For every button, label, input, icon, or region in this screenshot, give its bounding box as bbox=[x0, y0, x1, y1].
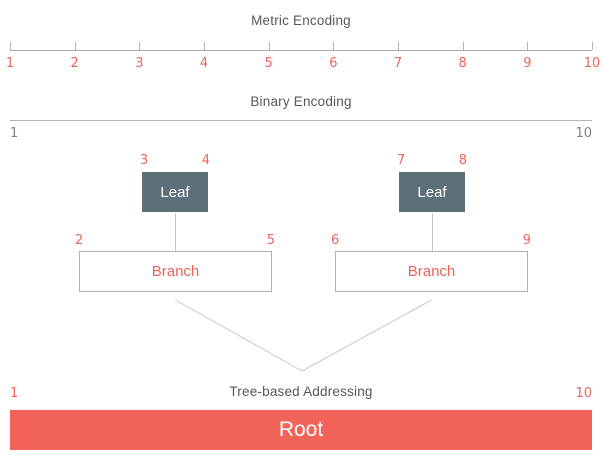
leaf2-label: Leaf bbox=[417, 183, 447, 201]
branch2-root-line bbox=[301, 299, 432, 372]
metric-ticks bbox=[10, 42, 593, 50]
ruler-tick bbox=[527, 42, 529, 50]
ruler-tick-label: 2 bbox=[70, 56, 79, 71]
leaf-node-1: Leaf bbox=[142, 172, 208, 212]
root-label: Root bbox=[278, 418, 324, 441]
root-node: Root bbox=[10, 410, 592, 450]
leaf2-right-num: 8 bbox=[458, 153, 467, 168]
root-right-label: 10 bbox=[575, 386, 592, 401]
root-left-label: 1 bbox=[10, 386, 19, 401]
branch-node-2: Branch bbox=[335, 251, 528, 292]
tree-addressing-title: Tree-based Addressing bbox=[229, 384, 373, 399]
binary-encoding-title: Binary Encoding bbox=[250, 94, 352, 109]
leaf1-label: Leaf bbox=[160, 183, 190, 201]
leaf1-right-num: 4 bbox=[201, 153, 210, 168]
branch-node-1: Branch bbox=[79, 251, 272, 292]
branch2-left-num: 6 bbox=[331, 233, 340, 248]
binary-encoding-line bbox=[10, 120, 592, 121]
ruler-tick bbox=[268, 42, 270, 50]
branch1-right-num: 5 bbox=[266, 233, 275, 248]
ruler-tick-label: 6 bbox=[329, 56, 338, 71]
binary-right-label: 10 bbox=[575, 126, 592, 141]
ruler-tick bbox=[592, 42, 593, 50]
ruler-tick-label: 9 bbox=[523, 56, 532, 71]
metric-ruler-line bbox=[10, 50, 592, 51]
binary-left-label: 1 bbox=[10, 126, 19, 141]
branch1-root-line bbox=[175, 299, 303, 372]
branch2-range-labels: 6 9 bbox=[331, 234, 531, 250]
leaf1-branch1-connector bbox=[175, 213, 176, 251]
ruler-tick-label: 4 bbox=[199, 56, 209, 71]
ruler-tick-label: 8 bbox=[458, 56, 467, 71]
ruler-tick bbox=[10, 42, 11, 50]
branch2-right-num: 9 bbox=[522, 233, 531, 248]
ruler-tick-label: 3 bbox=[135, 56, 144, 71]
ruler-tick bbox=[139, 42, 141, 50]
metric-encoding-title: Metric Encoding bbox=[251, 13, 351, 28]
leaf2-branch2-connector bbox=[432, 213, 433, 251]
ruler-tick-label: 10 bbox=[583, 56, 601, 71]
ruler-tick bbox=[204, 42, 205, 50]
leaf1-left-num: 3 bbox=[140, 153, 149, 168]
branch1-range-labels: 2 5 bbox=[75, 234, 275, 250]
leaf2-left-num: 7 bbox=[397, 153, 406, 168]
leaf2-range-labels: 7 8 bbox=[397, 154, 467, 170]
ruler-tick-label: 7 bbox=[393, 56, 403, 71]
metric-tick-labels: 1 2 3 4 5 6 7 8 9 10 bbox=[6, 56, 600, 73]
ruler-tick bbox=[74, 42, 76, 50]
branch1-label: Branch bbox=[151, 263, 200, 280]
ruler-tick-label: 5 bbox=[264, 56, 273, 71]
ruler-tick bbox=[333, 42, 335, 50]
ruler-tick bbox=[398, 42, 399, 50]
branch2-label: Branch bbox=[407, 263, 456, 280]
leaf1-range-labels: 3 4 bbox=[140, 154, 210, 170]
ruler-tick-label: 1 bbox=[5, 56, 15, 71]
branch1-left-num: 2 bbox=[75, 233, 84, 248]
leaf-node-2: Leaf bbox=[399, 172, 465, 212]
ruler-tick bbox=[462, 42, 464, 50]
